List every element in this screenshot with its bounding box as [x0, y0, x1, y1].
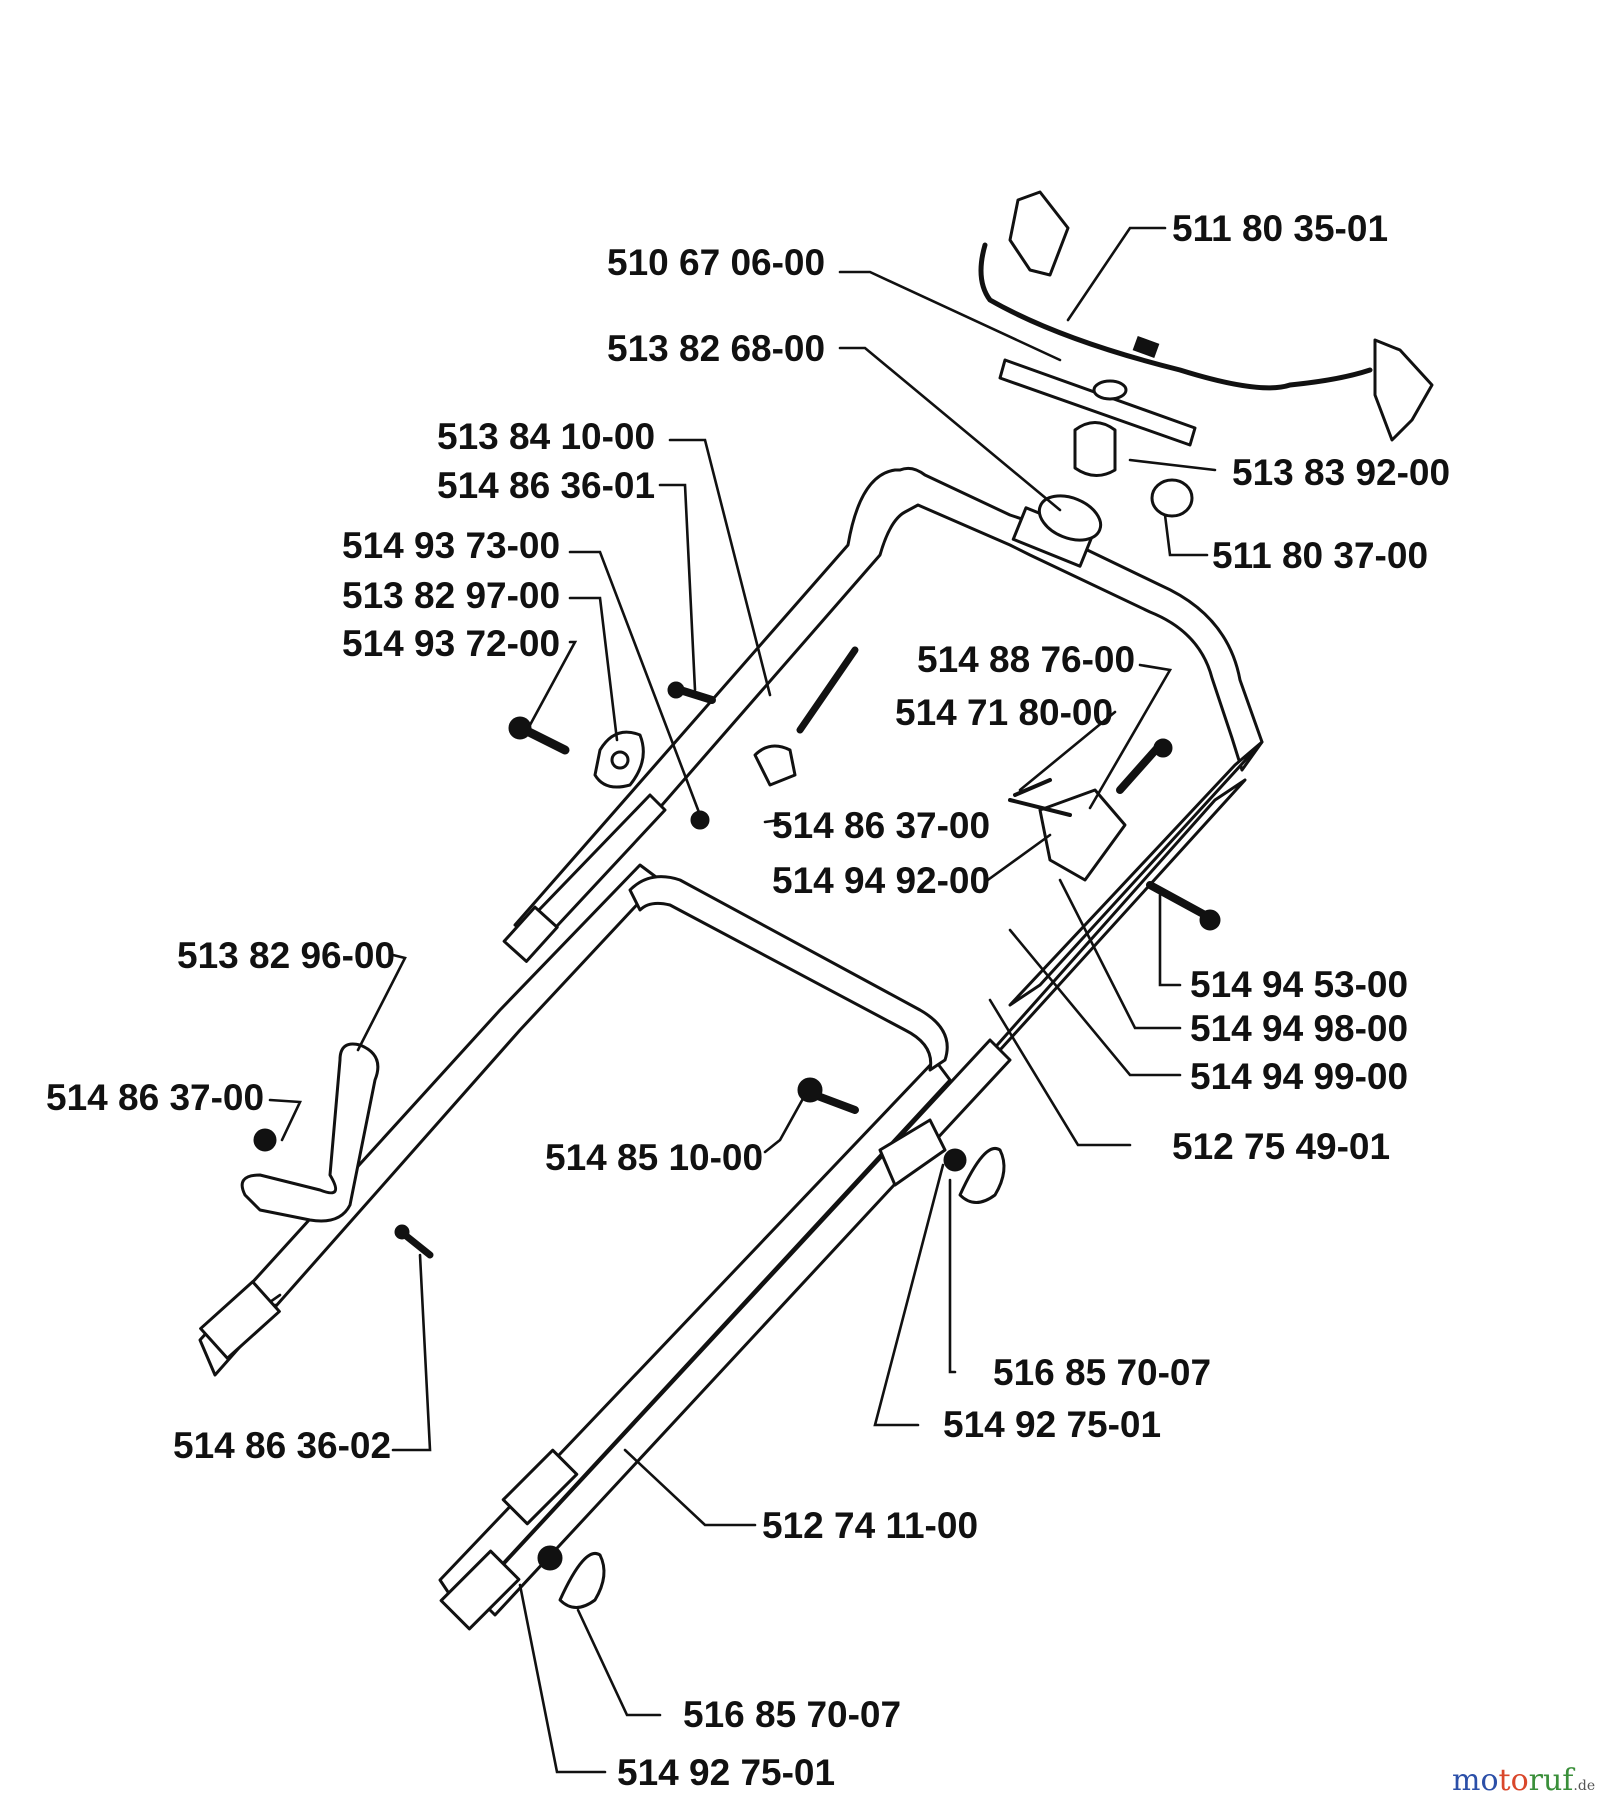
cross-brace — [628, 875, 949, 1072]
watermark-suffix: .de — [1573, 1778, 1595, 1794]
cable-clip — [1132, 336, 1160, 358]
knob-516857007b — [558, 1552, 606, 1609]
screw-514841000 — [796, 646, 859, 734]
lever-513829600 — [240, 1042, 380, 1223]
bolt-514945300 — [1146, 881, 1209, 919]
plate-knob — [1092, 379, 1128, 401]
cable-lever-left — [1008, 190, 1070, 277]
label-514927501-b: 514 92 75-01 — [617, 1752, 835, 1793]
watermark-part-2: to — [1499, 1763, 1529, 1798]
label-514863700-b: 514 86 37-00 — [46, 1077, 264, 1118]
leader-lines — [268, 226, 1217, 1774]
screw-514863602 — [401, 1231, 434, 1259]
label-512754901: 512 75 49-01 — [1172, 1126, 1390, 1167]
label-514718000: 514 71 80-00 — [895, 692, 1113, 733]
watermark: motoruf.de — [1452, 1763, 1595, 1798]
clamp-514863700a — [753, 744, 797, 787]
nut-514937300 — [690, 810, 710, 830]
label-513829700: 513 82 97-00 — [342, 575, 560, 616]
nut-514863700b — [253, 1128, 277, 1152]
washer-514927501a — [943, 1148, 967, 1172]
knob-513829700-hole — [610, 750, 630, 770]
bolt-514937200 — [520, 725, 570, 755]
control-cable — [978, 242, 1373, 391]
label-514937300: 514 93 73-00 — [342, 525, 560, 566]
washer-514927501b — [537, 1545, 563, 1571]
label-513839200: 513 83 92-00 — [1232, 452, 1450, 493]
label-514927501-a: 514 92 75-01 — [943, 1404, 1161, 1445]
watermark-part-3: ruf — [1529, 1763, 1576, 1798]
bolt-514945300-head — [1199, 909, 1221, 931]
label-516857007-a: 516 85 70-07 — [993, 1352, 1211, 1393]
label-511803501: 511 80 35-01 — [1172, 208, 1388, 249]
lower-handle-left-end — [199, 1280, 281, 1360]
left-guide-end — [502, 905, 559, 963]
upper-handle-right-leg — [1008, 740, 1264, 1007]
label-514945300: 514 94 53-00 — [1190, 964, 1408, 1005]
label-514949200: 514 94 92-00 — [772, 860, 990, 901]
label-514949900: 514 94 99-00 — [1190, 1056, 1408, 1097]
label-516857007-b: 516 85 70-07 — [683, 1694, 901, 1735]
label-514863602: 514 86 36-02 — [173, 1425, 391, 1466]
upper-handle-bar — [513, 466, 1264, 947]
bolt-514863601 — [676, 686, 716, 704]
knob-516857007a — [958, 1147, 1006, 1204]
label-513829600: 513 82 96-00 — [177, 935, 395, 976]
cable-clamp — [1073, 421, 1117, 477]
label-511803700: 511 80 37-00 — [1212, 535, 1428, 576]
mounting-plate — [998, 358, 1197, 447]
watermark-part-1: mo — [1452, 1763, 1499, 1798]
label-514863700-a: 514 86 37-00 — [772, 805, 990, 846]
svg-text:motoruf.de: motoruf.de — [1452, 1763, 1595, 1798]
label-513826800: 513 82 68-00 — [607, 328, 825, 369]
bolt-514851000-head — [797, 1077, 823, 1103]
label-514937200: 514 93 72-00 — [342, 623, 560, 664]
right-bolt-head — [1153, 738, 1173, 758]
lower-handle-right-end — [439, 1549, 521, 1631]
label-510670600: 510 67 06-00 — [607, 242, 825, 283]
label-514851000: 514 85 10-00 — [545, 1137, 763, 1178]
bolt-514851000 — [811, 1091, 859, 1114]
right-bolt — [1116, 741, 1164, 794]
label-514887600: 514 88 76-00 — [917, 639, 1135, 680]
screw-514863602-head — [394, 1224, 410, 1240]
part-labels: 511 80 35-01 510 67 06-00 513 82 68-00 5… — [46, 208, 1450, 1793]
label-514949800: 514 94 98-00 — [1190, 1008, 1408, 1049]
bolt-514937200-head — [508, 716, 532, 740]
bolt-514863601-head — [667, 681, 685, 699]
lower-handle-right-sleeve — [501, 1448, 579, 1526]
label-512741100: 512 74 11-00 — [762, 1505, 978, 1546]
label-514863601: 514 86 36-01 — [437, 465, 655, 506]
cable-lever-right — [1373, 338, 1434, 442]
label-513841000: 513 84 10-00 — [437, 416, 655, 457]
adjuster-knob — [1150, 478, 1194, 518]
handle-assembly-drawing — [198, 190, 1434, 1631]
right-lever — [1008, 778, 1072, 817]
clamp-block-right — [878, 1118, 947, 1187]
right-bracket — [1038, 788, 1127, 882]
